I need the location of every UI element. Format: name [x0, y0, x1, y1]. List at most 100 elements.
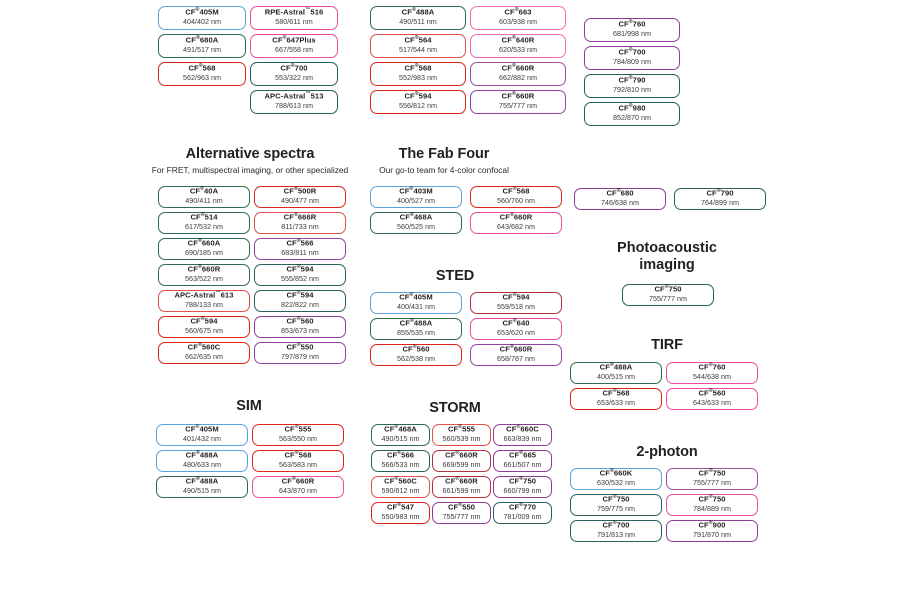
- trademark-symbol: ®: [296, 290, 301, 297]
- dye-name: CF®900: [698, 520, 726, 530]
- dye-wavelengths: 617/532 nm: [185, 222, 223, 232]
- trademark-symbol: ®: [519, 502, 524, 509]
- dye-name: CF®760: [618, 19, 646, 29]
- dye-name: CF®488A: [599, 362, 633, 372]
- dye-wavelengths: 560/675 nm: [185, 326, 223, 336]
- heading-line-2: imaging: [639, 256, 695, 273]
- dye-name: CF®560: [402, 344, 430, 354]
- dye-name: CF®750: [508, 476, 537, 486]
- trademark-symbol: ®: [291, 476, 296, 483]
- dye-wavelengths: 797/879 nm: [281, 352, 319, 362]
- dye-name: CF®594: [190, 316, 218, 326]
- dye-name: CF®560: [286, 316, 314, 326]
- dye-name: CF®488A: [185, 450, 219, 460]
- dye-name: CF®500R: [283, 186, 317, 196]
- dye-wavelengths: 491/517 nm: [183, 45, 221, 55]
- section-subtitle-alternative-spectra: For FRET, multispectral imaging, or othe…: [151, 165, 349, 175]
- trademark-symbol: ®: [509, 344, 514, 351]
- dye-name: CF®750: [654, 284, 682, 294]
- dye-name: CF®660R: [281, 476, 315, 486]
- dye-wavelengths: 490/515 nm: [183, 486, 221, 496]
- trademark-symbol: ®: [293, 186, 298, 193]
- trademark-symbol: ®: [664, 284, 669, 291]
- dye-wavelengths: 630/532 nm: [597, 478, 635, 488]
- trademark-symbol: ®: [628, 47, 633, 54]
